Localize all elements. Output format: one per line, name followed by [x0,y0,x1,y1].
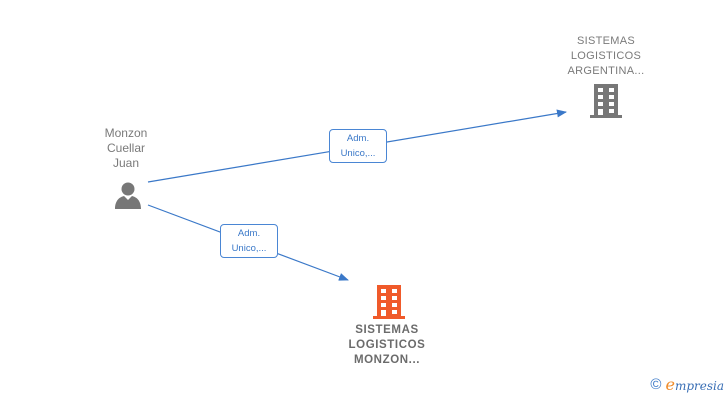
brand-name: empresia [665,375,724,394]
edge-label-monzon[interactable]: Adm. Unico,... [220,224,278,258]
company-argentina-label[interactable]: SISTEMAS LOGISTICOS ARGENTINA... [567,35,645,77]
person-node-label[interactable]: Monzon Cuellar Juan [104,126,148,170]
copyright-icon: © [650,376,662,393]
person-icon[interactable] [113,180,143,210]
edge-label-argentina[interactable]: Adm. Unico,... [329,129,387,163]
company-monzon-label[interactable]: SISTEMAS LOGISTICOS MONZON... [348,324,426,366]
building-icon-main[interactable] [373,285,405,319]
empresia-logo: © empresia [650,375,724,394]
building-icon[interactable] [590,84,622,118]
